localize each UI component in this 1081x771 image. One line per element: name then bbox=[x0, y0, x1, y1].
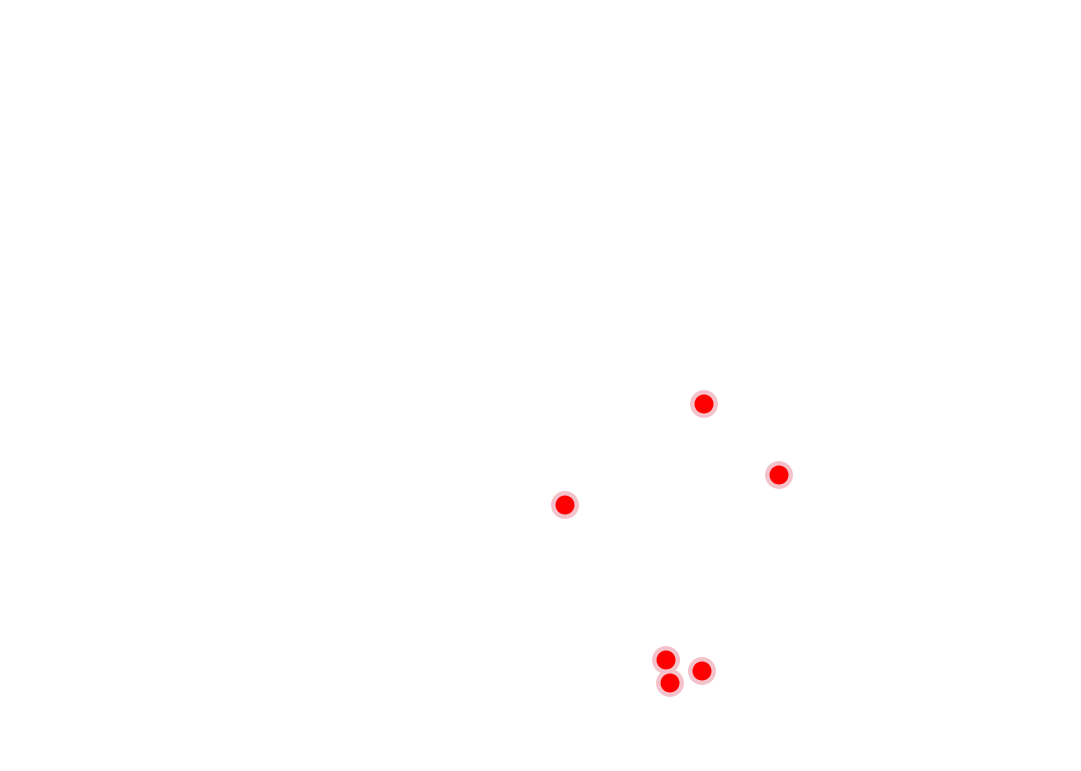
map-marker-dot-icon[interactable] bbox=[652, 646, 680, 674]
marker-dot bbox=[656, 650, 676, 670]
marker-dot bbox=[660, 673, 680, 693]
map-marker-dot-icon[interactable] bbox=[690, 390, 718, 418]
marker-dot bbox=[769, 465, 789, 485]
map-marker-dot-icon[interactable] bbox=[765, 461, 793, 489]
map-marker-dot-icon[interactable] bbox=[551, 491, 579, 519]
marker-dot bbox=[694, 394, 714, 414]
marker-dot bbox=[692, 661, 712, 681]
map-marker-dot-icon[interactable] bbox=[656, 669, 684, 697]
map-marker-dot-icon[interactable] bbox=[688, 657, 716, 685]
marker-dot bbox=[555, 495, 575, 515]
